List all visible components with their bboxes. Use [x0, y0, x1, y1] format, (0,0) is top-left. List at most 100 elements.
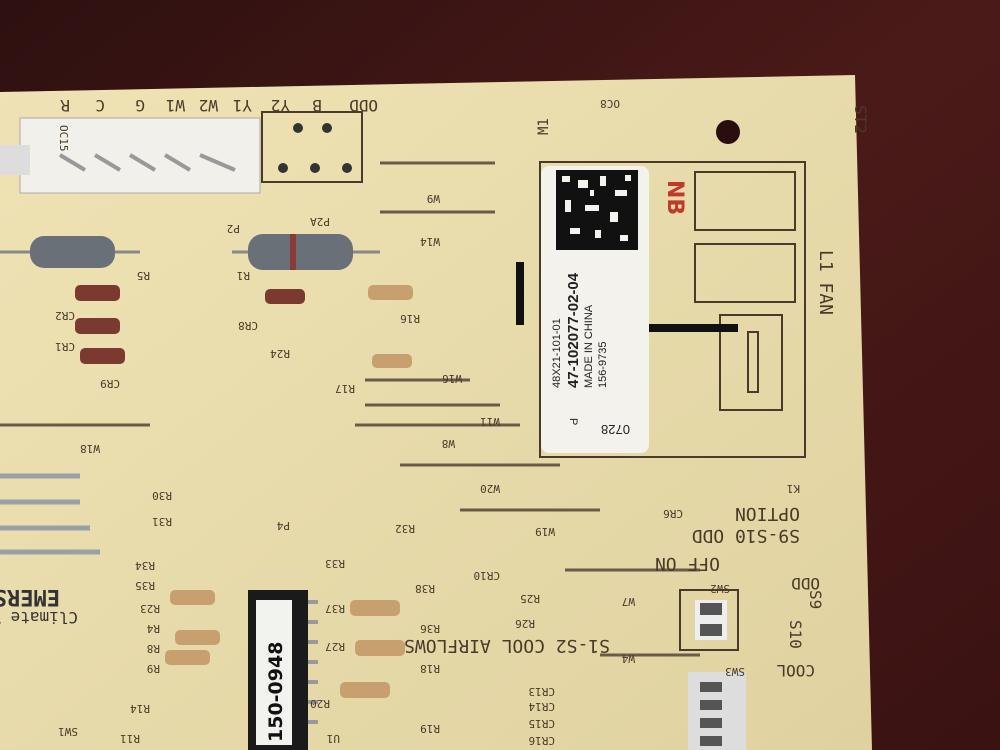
ref-w19: W19: [535, 525, 555, 538]
cool-label: COOL: [776, 661, 815, 680]
ref-w8: W8: [442, 437, 455, 450]
off-on-label: OFF ON: [655, 553, 720, 574]
qr-datamatrix-code: [556, 170, 638, 250]
ref-sw1: SW1: [58, 725, 78, 738]
wire-connector-p2: [0, 117, 261, 194]
ref-r35: R35: [135, 579, 155, 592]
ref-r11: R11: [120, 732, 140, 745]
terminal-labels: R C G W1 W2 Y1 Y2 B ODD: [60, 96, 378, 115]
ref-w20: W20: [480, 482, 500, 495]
ref-r34: R34: [135, 559, 155, 572]
bare-jumpers: [0, 473, 100, 555]
label-part-number: 47-102077-02-04: [565, 272, 582, 388]
ic-chip-u1: 150-0948: [248, 590, 318, 750]
fan-label: L1 FAN: [815, 250, 836, 315]
ref-r18: R18: [420, 662, 440, 675]
ref-r16: R16: [400, 312, 420, 325]
ref-sw2: SW2: [710, 582, 730, 595]
ref-r36: R36: [420, 622, 440, 635]
ref-r31: R31: [152, 515, 172, 528]
terminal-label: Y1: [233, 96, 252, 115]
ref-u1: U1: [327, 732, 340, 745]
label-part-code: 48X21-101-01: [551, 318, 563, 388]
option-label: OPTION: [735, 503, 800, 524]
ref-r23: R23: [140, 602, 160, 615]
ref-cr16: CR16: [529, 734, 556, 747]
ref-w18: W18: [80, 442, 100, 455]
brand-logo-text: EMERS: [0, 584, 60, 609]
ref-r33: R33: [325, 557, 345, 570]
ref-r25: R25: [520, 592, 540, 605]
terminal-label: C: [95, 96, 105, 115]
ref-sw3: SW3: [725, 665, 745, 678]
terminal-label: W1: [166, 96, 185, 115]
ref-r5: R5: [137, 269, 150, 282]
chip-label: 150-0948: [265, 642, 287, 742]
ref-cr2: CR2: [55, 309, 75, 322]
ref-cr15: CR15: [529, 717, 556, 730]
ref-cr10: CR10: [474, 569, 501, 582]
ref-st2: ST2: [851, 105, 870, 134]
ref-cr9: CR9: [100, 377, 120, 390]
ref-r14: R14: [130, 702, 150, 715]
ref-cr6: CR6: [663, 507, 683, 520]
dip-switch-sw3[interactable]: [688, 672, 746, 750]
ref-p2: P2: [227, 222, 240, 235]
terminal-label: G: [135, 96, 145, 115]
odd-label: ODD: [791, 574, 820, 593]
ref-p2a: P2A: [310, 215, 330, 228]
ref-w4: W4: [621, 652, 635, 665]
ref-cr14: CR14: [528, 700, 555, 713]
red-marking: NB: [662, 180, 687, 215]
connector-p2a: [261, 111, 363, 183]
ref-w14: W14: [420, 235, 440, 248]
ref-r1: R1: [237, 269, 250, 282]
s9-label: S9: [806, 590, 825, 609]
label-date: 0728: [601, 422, 630, 437]
s9-s10-label: S9-S10 ODD: [692, 525, 800, 546]
ref-w9: W9: [427, 192, 440, 205]
label-origin: MADE IN CHINA: [583, 304, 595, 388]
ref-m1: M1: [536, 118, 552, 135]
ref-k1: K1: [787, 482, 800, 495]
ref-cr1: CR1: [55, 340, 75, 353]
ref-r30: R30: [152, 489, 172, 502]
ref-oc15: OC15: [57, 125, 70, 152]
ref-oc8: OC8: [600, 97, 620, 110]
label-code: 156-9735: [597, 342, 609, 389]
ref-w7: W7: [622, 595, 635, 608]
ref-r32: R32: [395, 522, 415, 535]
terminal-label: W2: [199, 96, 218, 115]
ref-r20: R20: [310, 697, 330, 710]
ref-r4: R4: [146, 622, 160, 635]
ref-r24: R24: [270, 347, 290, 360]
ref-r27: R27: [325, 640, 345, 653]
mounting-hole: [716, 120, 740, 144]
terminal-label: B: [312, 96, 322, 115]
ref-cr8: CR8: [238, 319, 258, 332]
relay-k1: [539, 161, 806, 458]
part-label: 48X21-101-01 47-102077-02-04 MADE IN CHI…: [541, 166, 649, 453]
airflows-label: S1-S2 COOL AIRFLOWS: [404, 635, 610, 656]
ref-r26: R26: [515, 617, 535, 630]
ref-w16: W16: [442, 372, 462, 385]
circuit-board: [0, 75, 872, 750]
terminal-label: R: [60, 96, 70, 115]
brand-subtitle: Climate Tec: [0, 608, 78, 627]
ref-r38: R38: [415, 582, 435, 595]
terminal-label: ODD: [349, 96, 378, 115]
dip-switch-sw2[interactable]: [679, 589, 739, 651]
power-resistors: [0, 234, 380, 270]
ref-r8: R8: [147, 642, 160, 655]
ref-r19: R19: [420, 722, 440, 735]
ref-w11: W11: [480, 415, 500, 428]
jumper-footprints: [0, 161, 700, 657]
label-letter: P: [567, 418, 579, 425]
ref-r9: R9: [147, 662, 160, 675]
ref-r17: R17: [335, 382, 355, 395]
ref-cr13: CR13: [529, 685, 556, 698]
diodes: [75, 285, 413, 698]
terminal-label: Y2: [271, 96, 290, 115]
ref-r37: R37: [325, 602, 345, 615]
